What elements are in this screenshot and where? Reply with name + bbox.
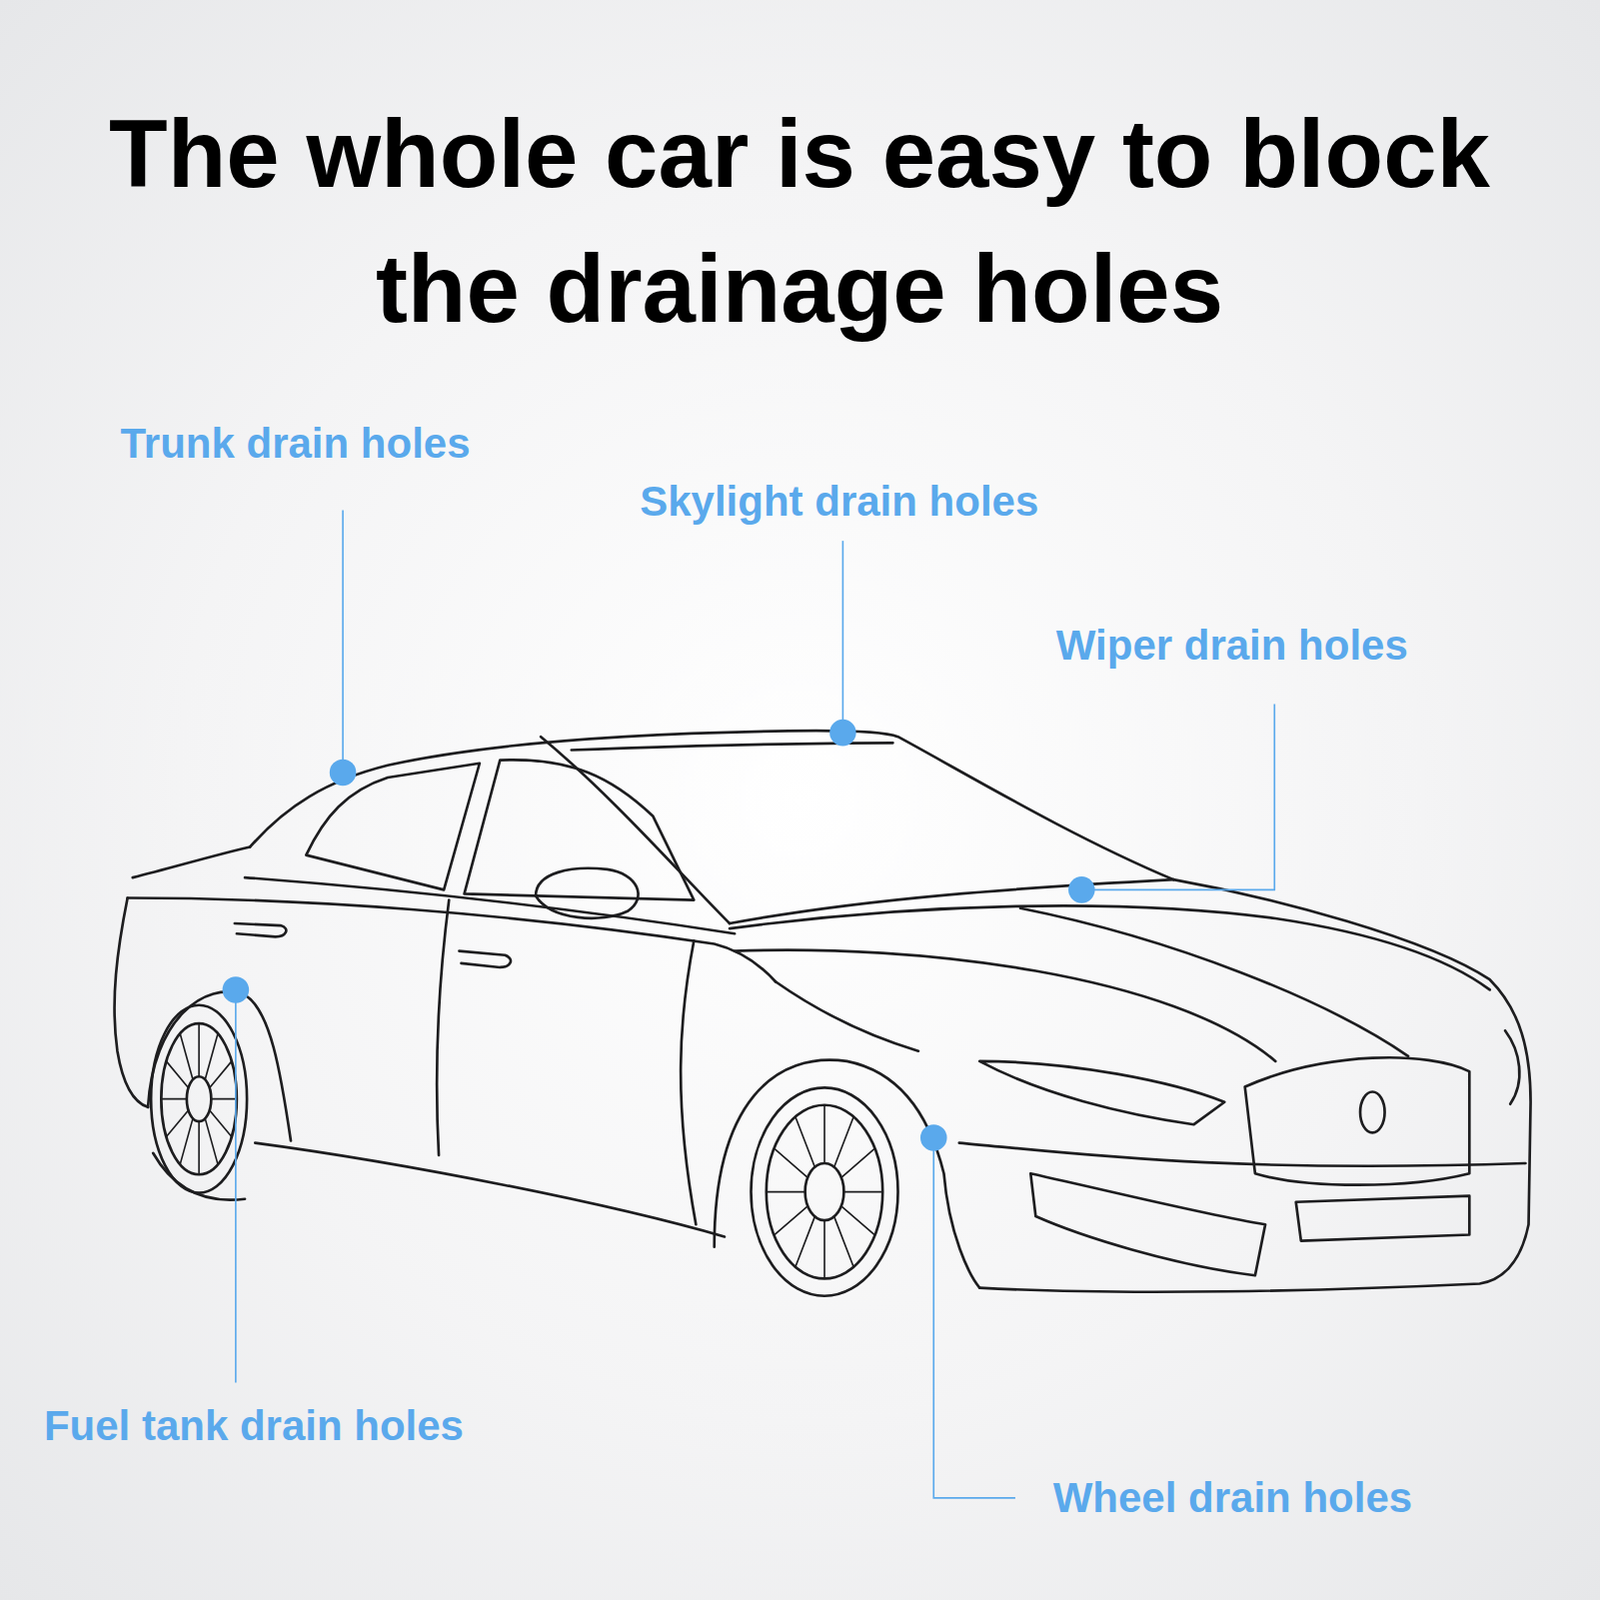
wheel-spoke [197, 1121, 200, 1175]
title: The whole car is easy to block the drain… [74, 85, 1525, 356]
wheel-spoke [774, 1206, 809, 1236]
car-outline [114, 730, 1532, 1297]
callout-label: Wiper drain holes [1056, 620, 1409, 671]
wheel-spoke [204, 1033, 218, 1080]
wheel-spoke [766, 1191, 806, 1194]
hole-markers [222, 719, 1096, 1152]
wheel-spoke [160, 1098, 187, 1101]
wheel-spoke [209, 1061, 232, 1089]
wheel-spoke [204, 1118, 218, 1165]
wheel-spoke [823, 1105, 826, 1164]
wheel-spoke [841, 1148, 876, 1178]
callout-label: Fuel tank drain holes [43, 1401, 464, 1452]
wheel-spoke [834, 1216, 854, 1267]
wheel-spoke [795, 1216, 815, 1267]
wheel-spoke [823, 1220, 826, 1279]
wheel-spoke [843, 1191, 883, 1194]
callout-label: Skylight drain holes [639, 476, 1039, 527]
wheel-spoke [197, 1023, 200, 1077]
wheel-spoke [795, 1116, 815, 1167]
callout-label: Wheel drain holes [1053, 1473, 1413, 1524]
callout-label: Trunk drain holes [119, 418, 470, 469]
wheel-spoke [165, 1110, 188, 1138]
wheel-spoke [210, 1098, 237, 1101]
wheel-spoke [209, 1110, 232, 1138]
wheel-spoke [165, 1061, 188, 1089]
wheel-spoke [179, 1033, 193, 1080]
wheel-spoke [834, 1116, 854, 1167]
wheel-spoke [841, 1206, 876, 1236]
wheel-spoke [774, 1148, 809, 1178]
wheel-spoke [179, 1118, 193, 1165]
